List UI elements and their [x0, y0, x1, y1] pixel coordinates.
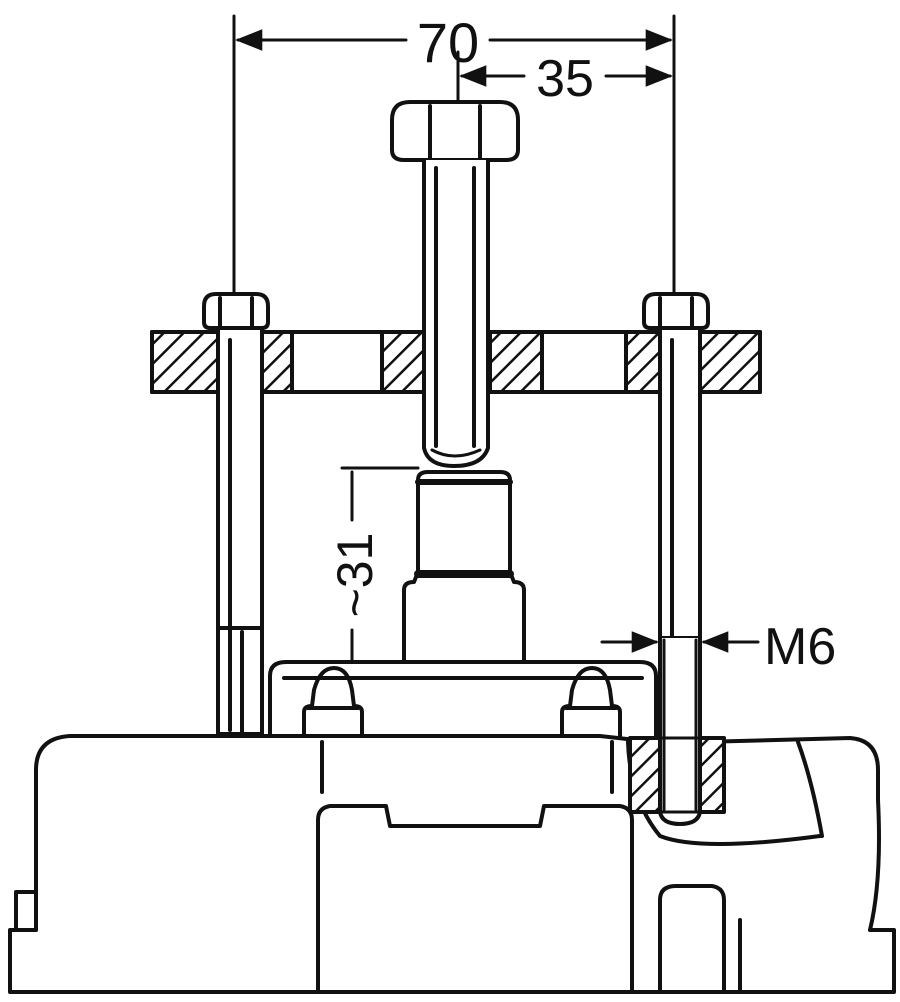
left-bolt — [202, 292, 270, 736]
dimension-35-label: 35 — [536, 50, 594, 108]
forcing-screw — [390, 100, 520, 468]
dimension-m6-label: M6 — [764, 618, 836, 676]
right-bolt — [628, 292, 726, 826]
centre-plate — [268, 660, 658, 738]
dimension-70-line — [232, 14, 676, 294]
dimension-35-line — [456, 50, 673, 102]
dimension-70-label: 70 — [417, 11, 479, 74]
bushing — [402, 470, 526, 664]
dimension-31-label: ~31 — [327, 533, 383, 618]
housing — [8, 734, 896, 994]
dimension-31-line — [340, 466, 420, 664]
